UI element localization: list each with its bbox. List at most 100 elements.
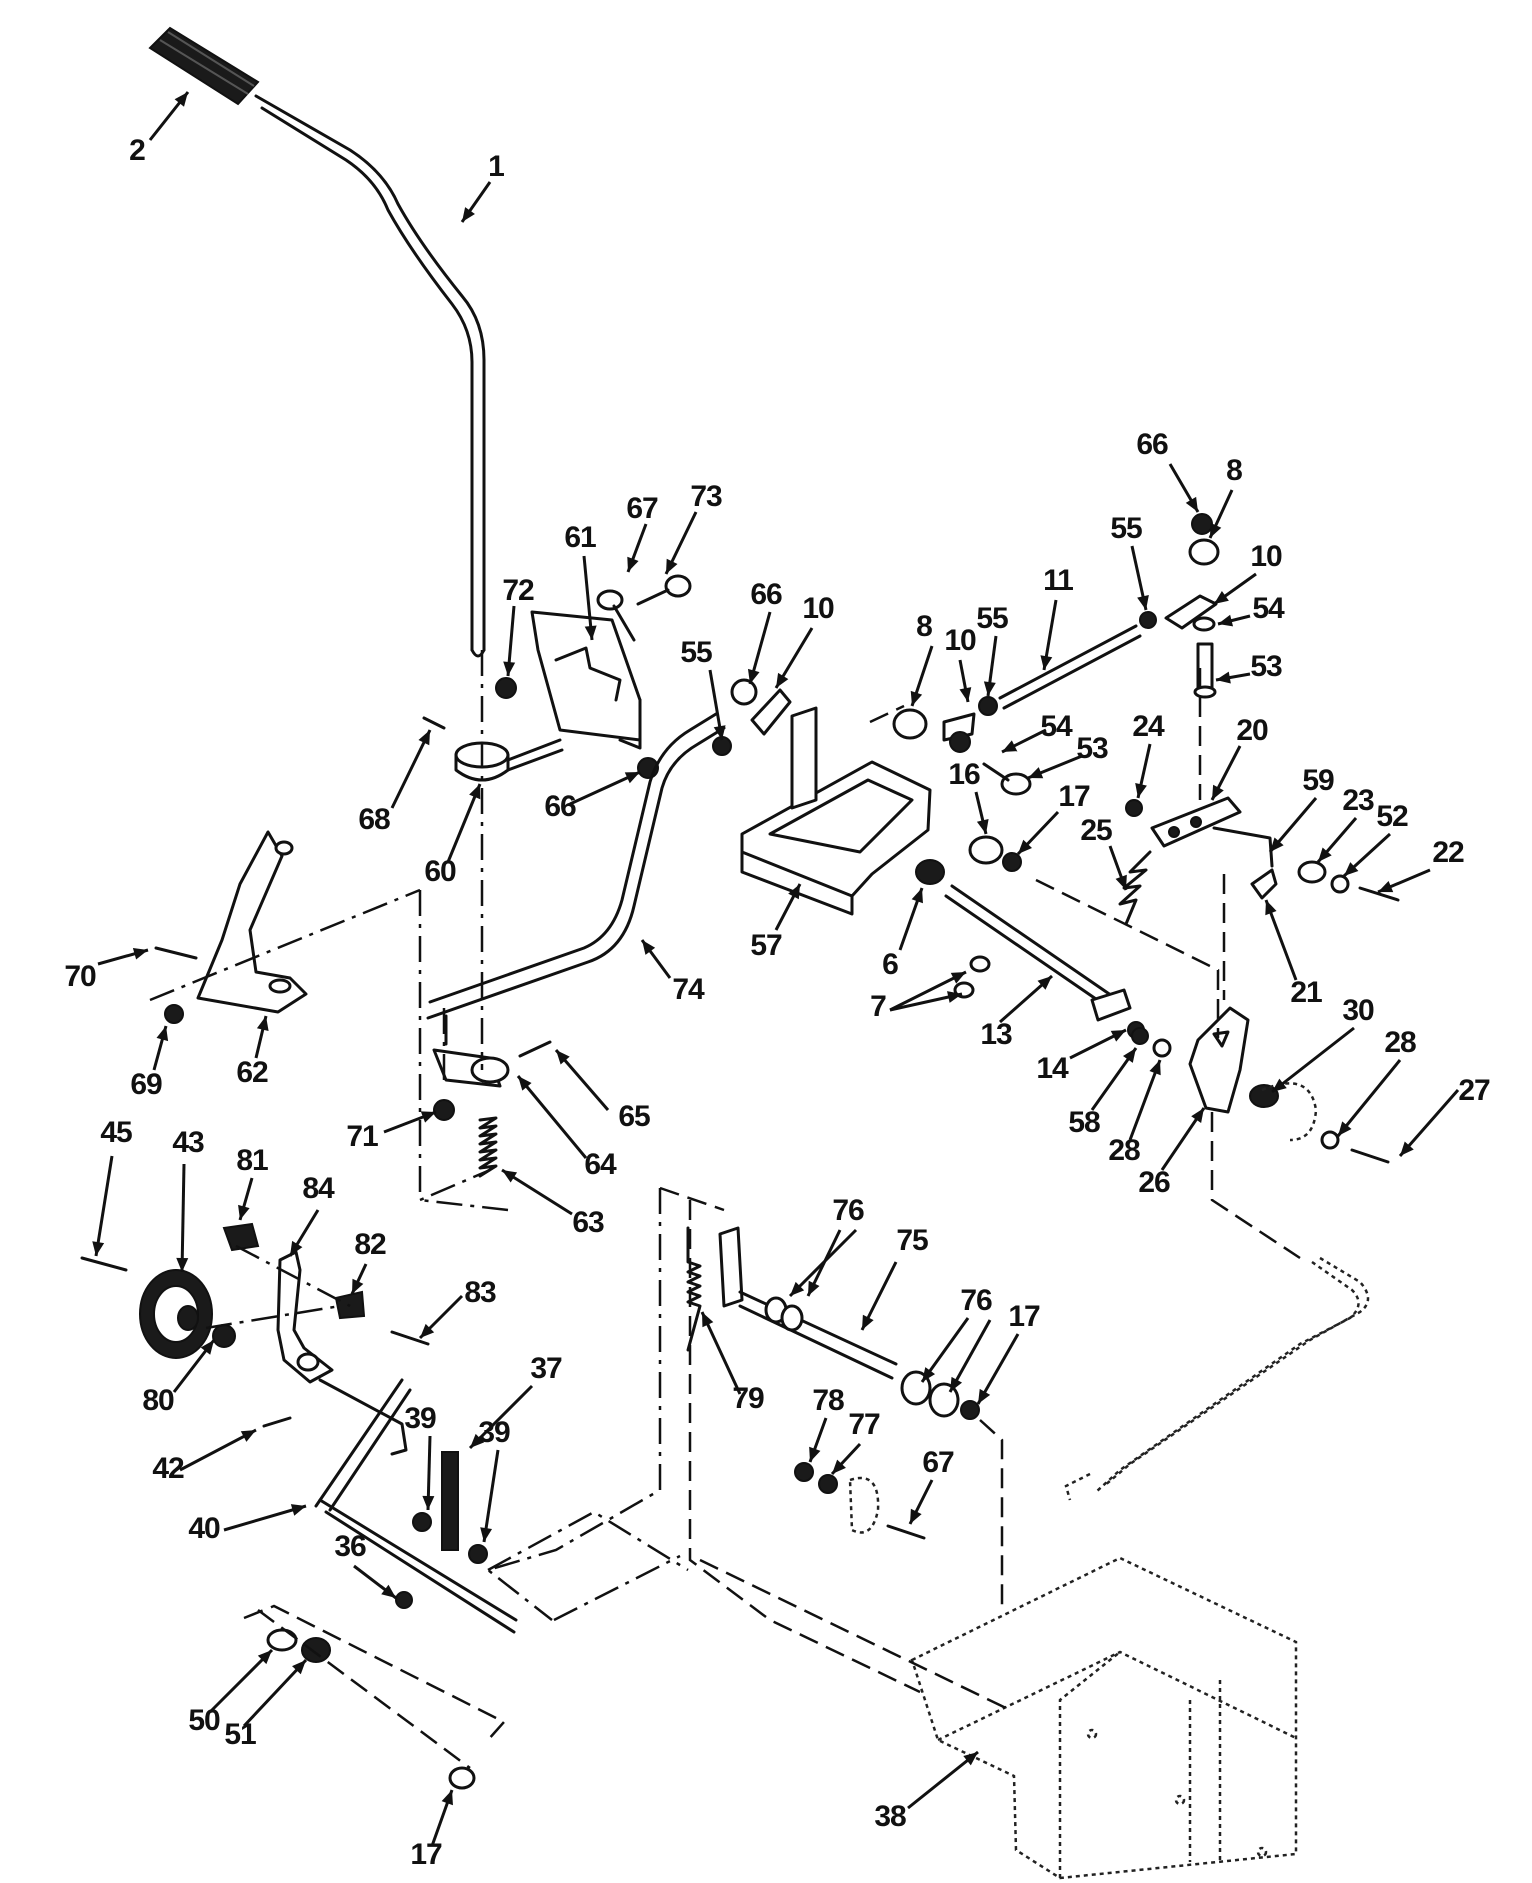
spring-63: [478, 1116, 498, 1178]
leader-arrowhead: [1210, 522, 1222, 538]
leader-arrowhead: [776, 672, 789, 688]
rod-11: [998, 624, 1138, 700]
leader-arrowhead: [1040, 655, 1053, 670]
callout-75: 75: [896, 1224, 928, 1257]
leader-arrowhead: [290, 1504, 306, 1516]
callout-13: 13: [980, 1018, 1012, 1051]
leader-arrowhead: [950, 972, 966, 984]
leader-arrowhead: [176, 1257, 189, 1272]
leader-arrowhead: [200, 1340, 214, 1355]
bolt-83: [390, 1330, 430, 1346]
leader-arrowhead: [1002, 740, 1018, 752]
leader-arrowhead: [292, 1660, 306, 1675]
bracket-plate: [530, 610, 642, 750]
callout-66-b: 66: [750, 578, 782, 611]
leader-arrowhead: [240, 1430, 256, 1442]
leader-arrowhead: [910, 690, 923, 706]
leader-line: [482, 1449, 500, 1543]
callout-81: 81: [236, 1144, 268, 1177]
callout-77: 77: [848, 1408, 880, 1441]
bushing-6: [915, 859, 945, 885]
leader-arrowhead: [1270, 837, 1284, 852]
bracket-20: [1150, 796, 1242, 848]
callout-65: 65: [618, 1100, 650, 1133]
bushing-16: [968, 835, 1004, 865]
leader-arrowhead: [174, 92, 188, 107]
leader-arrowhead: [976, 818, 989, 834]
leader-line: [94, 1155, 114, 1257]
leader-arrowhead: [1318, 847, 1332, 862]
leader-arrowhead: [922, 1367, 936, 1382]
callout-54-a: 54: [1252, 592, 1285, 625]
leader-arrowhead: [1216, 671, 1231, 684]
callout-52: 52: [1376, 800, 1408, 833]
leader-arrowhead: [788, 884, 800, 900]
pulley-43: [139, 1269, 213, 1359]
leader-arrowhead: [92, 1241, 105, 1256]
leader-line: [179, 1428, 257, 1472]
leader-arrowhead: [1018, 839, 1032, 854]
leader-arrowhead: [950, 1376, 963, 1392]
callout-79: 79: [732, 1382, 764, 1415]
callout-67-b: 67: [922, 1446, 954, 1479]
callout-66-c: 66: [1136, 428, 1168, 461]
callout-76-a: 76: [832, 1194, 864, 1227]
callout-39-a: 39: [404, 1402, 436, 1435]
bracket-62: [196, 830, 308, 1014]
shaft-13: [944, 884, 1132, 1022]
pin-68: [422, 716, 446, 730]
leader-arrowhead: [790, 1281, 805, 1296]
leader-line: [788, 1228, 858, 1298]
washer-52: [1330, 874, 1350, 894]
callout-55-b: 55: [1110, 512, 1142, 545]
lever-rod: [254, 94, 486, 658]
ghost-frame: [910, 1556, 1298, 1880]
leader-line: [223, 1504, 307, 1532]
leader-line: [516, 1075, 588, 1159]
callout-24: 24: [1132, 710, 1165, 743]
leader-arrowhead: [556, 1050, 570, 1065]
rod-59: [1212, 826, 1274, 868]
callout-28-a: 28: [1384, 1026, 1416, 1059]
callout-36: 36: [334, 1530, 366, 1563]
leader-line: [1264, 899, 1298, 981]
leader-arrowhead: [642, 940, 656, 955]
leader-arrowhead: [911, 888, 923, 904]
callout-7: 7: [870, 990, 886, 1023]
nut-78: [794, 1462, 814, 1482]
cone-81: [222, 1222, 260, 1252]
leader-arrowhead: [257, 1650, 272, 1665]
callout-82: 82: [354, 1228, 386, 1261]
bushing-51: [301, 1637, 331, 1663]
leader-arrowhead: [713, 725, 726, 740]
callout-67: 67: [626, 492, 658, 525]
housing-57: [740, 706, 932, 916]
leader-arrowhead: [238, 1204, 250, 1220]
leader-arrowhead: [1028, 767, 1044, 779]
leader-arrowhead: [983, 681, 996, 696]
leader-arrowhead: [910, 1508, 922, 1524]
leader-arrowhead: [502, 1170, 518, 1183]
leader-arrowhead: [132, 947, 148, 960]
leader-arrowhead: [1149, 1060, 1161, 1076]
nut-39b: [468, 1544, 488, 1564]
bolt-67-lower: [886, 1524, 926, 1540]
callout-17-c: 17: [410, 1838, 442, 1871]
callout-78: 78: [812, 1384, 844, 1417]
callout-40: 40: [188, 1512, 220, 1545]
callout-17-a: 17: [1058, 780, 1090, 813]
leader-arrowhead: [1123, 1048, 1136, 1063]
nut-80: [212, 1324, 236, 1348]
leader-arrowhead: [422, 1495, 435, 1510]
collar: [454, 738, 564, 782]
washer-50: [266, 1628, 298, 1652]
callout-69: 69: [130, 1068, 162, 1101]
nut-71: [433, 1099, 455, 1121]
leader-arrowhead: [1272, 1078, 1287, 1092]
nut-24: [1125, 799, 1143, 817]
leader-arrowhead: [256, 1016, 269, 1032]
callout-16: 16: [948, 758, 980, 791]
leader-arrowhead: [1110, 1030, 1126, 1042]
hardware-upper-middle: [712, 678, 1032, 796]
